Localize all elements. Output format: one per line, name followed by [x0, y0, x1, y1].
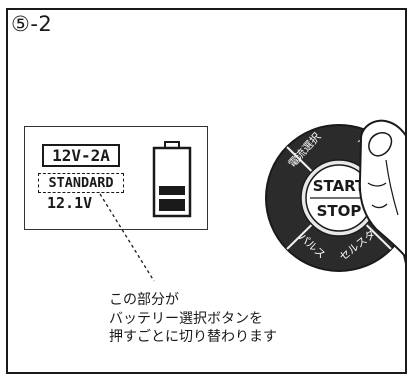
finger-icon — [358, 119, 405, 264]
stop-label: STOP — [317, 202, 362, 220]
voltage-reading: 12.1V — [47, 194, 93, 212]
explanation-note: この部分が バッテリー選択ボタンを 押すごとに切り替わります — [109, 291, 277, 347]
note-line-1: この部分が — [109, 292, 179, 308]
battery-type-label: STANDARD — [38, 173, 124, 193]
note-line-2: バッテリー選択ボタンを — [109, 310, 263, 327]
battery-icon — [152, 141, 192, 218]
note-line-3: 押すごとに切り替わります — [109, 329, 277, 345]
control-knob-illustration: START STOP 電流選択 バ パルス セルスタ — [265, 119, 405, 272]
diagram-frame: ⑤-2 12V-2A STANDARD 12.1V この部分が バッテリー選択ボ… — [6, 8, 407, 374]
voltage-mode-label: 12V-2A — [42, 144, 120, 167]
display-panel: 12V-2A STANDARD 12.1V — [24, 126, 208, 230]
leader-line — [99, 193, 155, 282]
start-label: START — [313, 177, 366, 195]
step-label: ⑤-2 — [11, 12, 53, 36]
